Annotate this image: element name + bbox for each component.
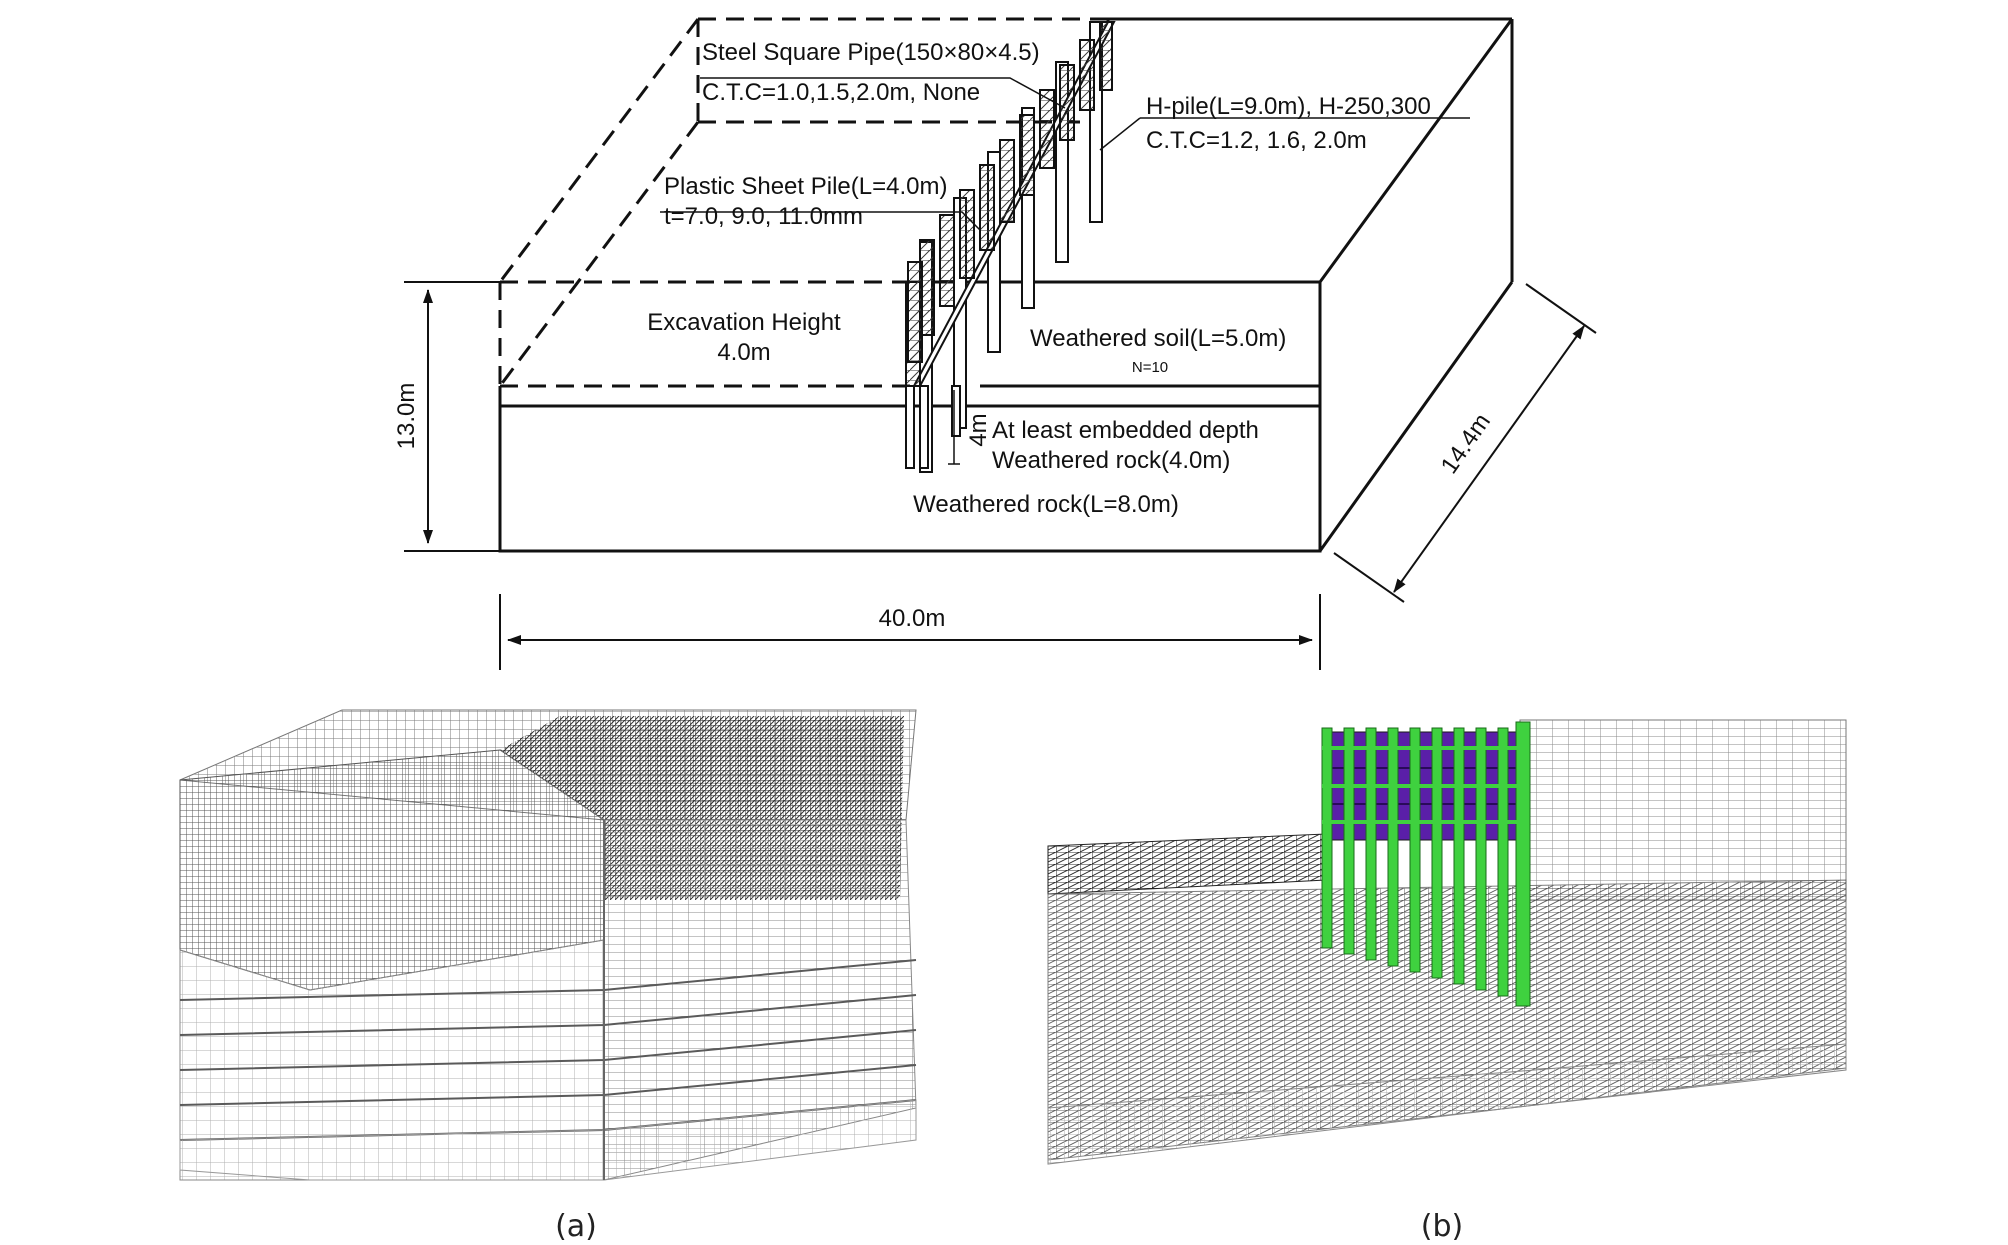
pile-wall — [905, 21, 1116, 473]
embedded-rock-label: Weathered rock(4.0m) — [992, 447, 1230, 474]
mesh-b-upper-soil — [1519, 719, 1847, 901]
excavation-value-label: 4.0m — [717, 339, 770, 366]
hpile-title-label: H-pile(L=9.0m), H-250,300 — [1146, 93, 1431, 120]
dim-height-label: 13.0m — [393, 383, 420, 450]
pipe-ctc-label: C.T.C=1.0,1.5,2.0m, None — [702, 79, 980, 106]
weathered-soil-label: Weathered soil(L=5.0m) — [1030, 325, 1286, 352]
pipe-title-label: Steel Square Pipe(150×80×4.5) — [702, 39, 1040, 66]
steel-pipe-lattice — [907, 21, 1113, 363]
embed-depth-dimension — [948, 390, 960, 465]
caption-b: (b) — [1421, 1209, 1463, 1244]
caption-a: (a) — [555, 1209, 597, 1244]
hpile-ctc-label: C.T.C=1.2, 1.6, 2.0m — [1146, 127, 1367, 154]
sheet-title-label: Plastic Sheet Pile(L=4.0m) — [664, 173, 947, 200]
sheet-thickness-label: t=7.0, 9.0, 11.0mm — [664, 203, 863, 230]
mesh-panel-a: (a) — [179, 709, 917, 1244]
mesh-b-bottom-strip — [1047, 1043, 1847, 1165]
weathered-rock-label: Weathered rock(L=8.0m) — [913, 491, 1179, 518]
embedded-pile-legs — [905, 385, 961, 469]
mesh-panel-b: (b) — [1047, 719, 1847, 1244]
schematic-diagram: Steel Square Pipe(150×80×4.5) C.T.C=1.0,… — [393, 17, 1597, 670]
dim-depth-line — [1333, 283, 1597, 603]
dim-width-label: 40.0m — [879, 605, 946, 632]
leader-lines — [660, 77, 1470, 231]
embedded-depth-label: At least embedded depth — [992, 417, 1259, 444]
dim-width-line — [499, 594, 1321, 670]
dim-height-line — [404, 281, 500, 552]
mesh-a-bottom-strip — [179, 1099, 917, 1181]
green-wales — [1322, 746, 1520, 824]
green-h-piles — [1321, 721, 1531, 1007]
embed-dim-label: 4m — [965, 413, 992, 446]
excavation-dashed-box — [498, 17, 1108, 388]
mesh-b-ground-slab — [1047, 833, 1327, 895]
excavation-title-label: Excavation Height — [647, 309, 841, 336]
soil-box-outline — [498, 17, 1514, 553]
dim-depth-label: 14.4m — [1436, 409, 1496, 479]
soil-n-value-label: N=10 — [1132, 359, 1168, 376]
